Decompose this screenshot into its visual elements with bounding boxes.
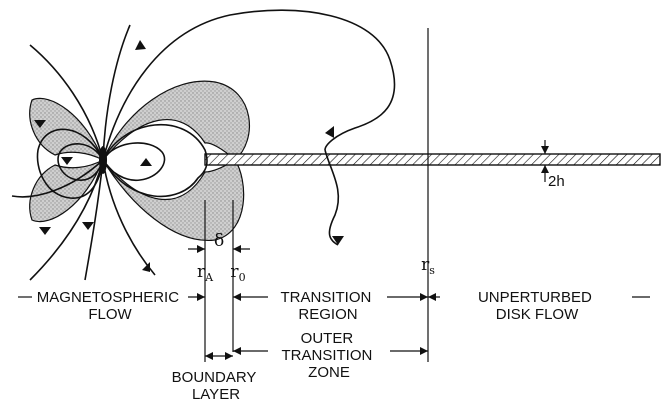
field-loop-mid-left	[36, 128, 104, 199]
delta-label: δ	[214, 231, 224, 251]
r-s-label: rs	[421, 255, 435, 277]
field-loop-mid-right	[102, 123, 208, 198]
outer-transition-zone-label: OUTER TRANSITION ZONE	[281, 330, 376, 381]
field-line-open-lower	[324, 149, 340, 246]
arrow-icon	[34, 120, 46, 128]
arrow-icon	[39, 227, 51, 235]
r-A-label: rA	[197, 262, 214, 284]
field-line-open-upper	[102, 9, 396, 161]
field-line-right-down	[102, 159, 156, 276]
field-loop-inner-right	[102, 142, 166, 182]
field-loop-inner-left	[57, 143, 104, 181]
arrow-icon	[142, 262, 150, 272]
unperturbed-disk-flow-label: UNPERTURBED DISK FLOW	[478, 289, 596, 323]
central-star	[99, 146, 107, 174]
arrow-icon	[135, 40, 146, 50]
field-line-right-up	[102, 24, 131, 161]
field-line-left-up	[29, 44, 104, 161]
field-line-left-down	[29, 159, 104, 281]
field-line-mid-down	[11, 159, 104, 198]
magnetospheric-flow-label: MAGNETOSPHERIC FLOW	[37, 289, 183, 323]
r-0-label: r0	[230, 262, 245, 284]
boundary-layer-shading-right	[102, 80, 251, 161]
arrow-icon	[140, 158, 152, 166]
transition-region-label: TRANSITION REGION	[280, 289, 375, 323]
thickness-label: 2h	[548, 173, 565, 190]
arrow-icon	[332, 236, 344, 245]
field-line-left-down-2	[84, 159, 104, 281]
arrow-icon	[61, 157, 73, 165]
boundary-layer-label: BOUNDARY LAYER	[172, 369, 261, 403]
arrow-icon	[325, 126, 334, 138]
accretion-disk	[204, 153, 661, 166]
arrow-icon	[82, 222, 94, 230]
